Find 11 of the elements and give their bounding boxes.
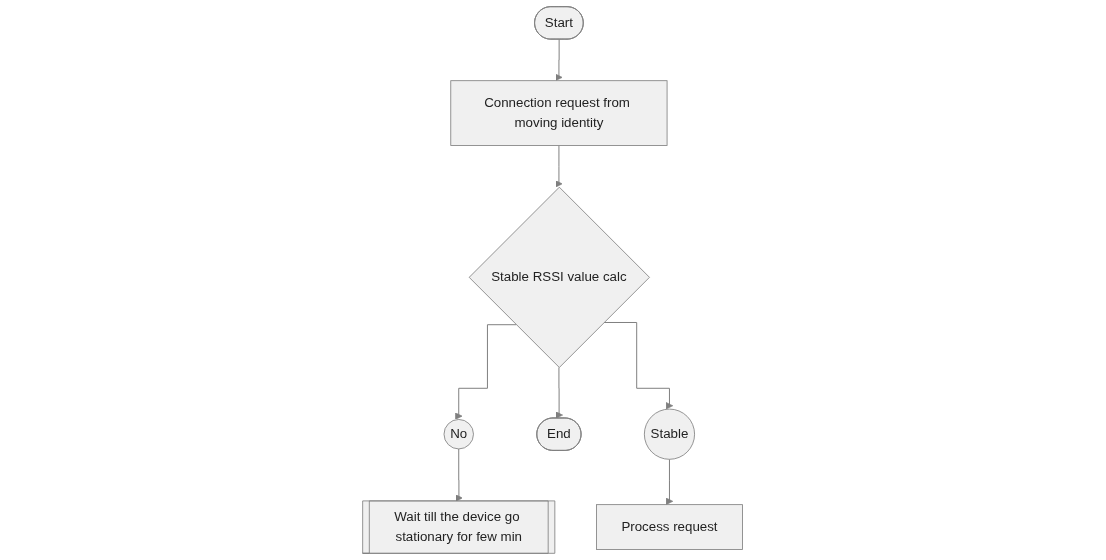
arrow (455, 448, 464, 502)
node-diamond: Stable RSSI value calc (469, 186, 651, 368)
node-box: Connection request from moving identity (450, 80, 668, 146)
arrow (555, 39, 563, 82)
node-box: Process request (596, 504, 744, 550)
arrow (455, 324, 518, 420)
node-circle: No (444, 419, 475, 450)
arrow (555, 145, 563, 188)
node-circle: Stable (644, 408, 696, 460)
arrow (666, 458, 674, 505)
arrow (556, 367, 564, 419)
